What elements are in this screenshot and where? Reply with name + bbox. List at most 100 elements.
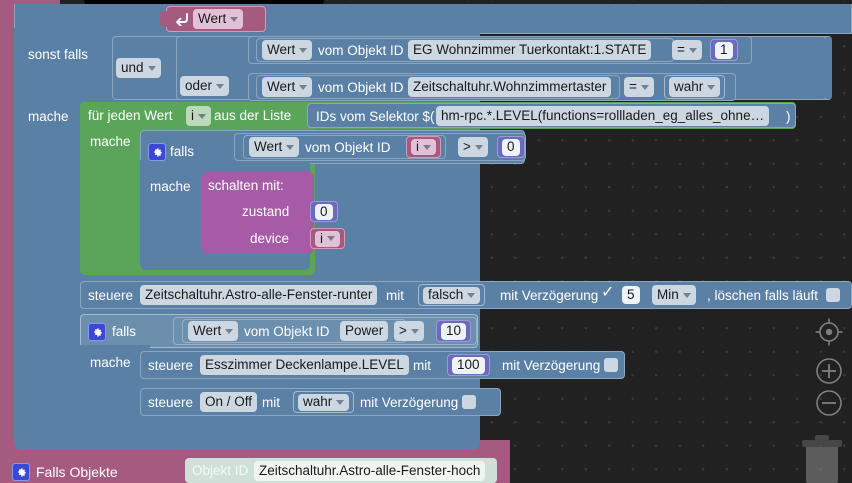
inner-number-block[interactable]: 0 xyxy=(497,136,525,158)
cut-off-block-top xyxy=(84,0,324,7)
for-each-do-label: mache xyxy=(90,134,131,149)
control-onoff-value-dropdown[interactable]: wahr xyxy=(298,393,350,411)
zoom-in-button[interactable] xyxy=(814,356,844,386)
getter-text-2: Wert xyxy=(267,79,296,95)
control-astro-delay-amount[interactable]: 5 xyxy=(622,286,640,304)
objectid-label-1: vom Objekt ID xyxy=(318,43,404,58)
control-astro-objectid[interactable]: Zeitschaltuhr.Astro-alle-Fenster-runter xyxy=(140,285,378,305)
power-if-body[interactable] xyxy=(80,345,150,435)
control-astro-delay-checkbox[interactable] xyxy=(601,285,615,303)
getter-dropdown-1[interactable]: Wert xyxy=(262,40,313,60)
chevron-down-icon xyxy=(707,84,716,90)
chevron-down-icon xyxy=(467,292,476,298)
control-onoff-delay-label: mit Verzögerung xyxy=(360,395,459,410)
for-each-variable-text: i xyxy=(191,108,194,124)
zoom-out-button[interactable] xyxy=(814,388,844,418)
number-field-1[interactable]: 1 xyxy=(715,41,733,59)
for-each-prefix-label: für jeden Wert xyxy=(88,108,173,123)
inner-variable-dropdown[interactable]: i xyxy=(411,139,436,155)
schalten-zustand-value-block[interactable]: 0 xyxy=(310,201,338,222)
control-astro-delay-label: mit Verzögerung xyxy=(500,288,599,303)
boolean-dropdown-2[interactable]: wahr xyxy=(669,77,721,97)
power-getter-dropdown[interactable]: Wert xyxy=(188,321,239,341)
chevron-down-icon xyxy=(216,83,225,89)
chevron-down-icon xyxy=(230,16,239,22)
schalten-device-text: i xyxy=(320,230,323,246)
schalten-zustand-field[interactable]: 0 xyxy=(315,203,333,220)
comparator-dropdown-2[interactable]: = xyxy=(624,77,654,97)
gear-mutator-icon[interactable] xyxy=(148,143,166,161)
inner-objectid-label: vom Objekt ID xyxy=(305,140,391,155)
gear-mutator-icon[interactable] xyxy=(88,323,106,341)
inner-if-do-label: mache xyxy=(150,179,191,194)
control-lamp-with: mit xyxy=(413,358,431,373)
inner-getter-dropdown[interactable]: Wert xyxy=(249,137,300,157)
chevron-down-icon xyxy=(299,47,308,53)
inner-variable-block[interactable]: i xyxy=(406,136,441,158)
inner-getter-text: Wert xyxy=(254,139,283,155)
control-astro-verb: steuere xyxy=(88,288,134,303)
trigger-objectid-field[interactable]: Zeitschaltuhr.Astro-alle-Fenster-hoch xyxy=(254,461,486,481)
power-comparator-dropdown[interactable]: > xyxy=(394,321,424,341)
control-onoff-objectid[interactable]: On / Off xyxy=(200,392,258,412)
control-astro-value-text: falsch xyxy=(428,287,464,303)
gear-mutator-icon[interactable] xyxy=(12,463,30,481)
return-value-block[interactable]: Wert xyxy=(160,6,266,32)
inner-number-field[interactable]: 0 xyxy=(502,138,520,156)
control-lamp-value-field[interactable]: 100 xyxy=(452,356,485,374)
control-onoff-with: mit xyxy=(262,395,280,410)
schalten-block[interactable] xyxy=(202,172,314,254)
chevron-down-icon xyxy=(147,65,156,71)
selector-prefix-label: IDs vom Selektor $( xyxy=(316,109,435,124)
power-number-block[interactable]: 10 xyxy=(436,320,472,342)
control-astro-value-dropdown[interactable]: falsch xyxy=(423,286,481,304)
return-value-dropdown[interactable]: Wert xyxy=(193,9,244,29)
logic-and-dropdown[interactable]: und xyxy=(116,58,161,78)
schalten-device-dropdown[interactable]: i xyxy=(315,230,340,247)
schalten-device-label: device xyxy=(250,231,290,246)
trigger-objectid-label: Objekt ID xyxy=(192,463,249,478)
control-lamp-value-block[interactable]: 100 xyxy=(447,354,490,376)
getter-dropdown-2[interactable]: Wert xyxy=(262,77,313,97)
getter-text-1: Wert xyxy=(267,42,296,58)
control-astro-clear-checkbox[interactable] xyxy=(826,288,840,302)
selector-value-field[interactable]: hm-rpc.*.LEVEL(functions=rollladen_eg_al… xyxy=(436,106,770,126)
do-label-outer: mache xyxy=(28,109,69,124)
control-onoff-delay-checkbox[interactable] xyxy=(462,395,476,409)
control-onoff-value-block[interactable]: wahr xyxy=(293,391,355,413)
chevron-down-icon xyxy=(327,236,335,241)
selector-suffix-label: ) xyxy=(786,109,791,124)
logic-and-text: und xyxy=(121,60,144,76)
inner-comparator-dropdown[interactable]: > xyxy=(458,137,488,157)
number-block-1[interactable]: 1 xyxy=(710,39,738,61)
control-lamp-delay-checkbox[interactable] xyxy=(604,358,618,372)
objectid-field-2[interactable]: Zeitschaltuhr.Wohnzimmertaster xyxy=(408,77,612,97)
comparator-dropdown-1[interactable]: = xyxy=(672,40,702,60)
power-objectid-field[interactable]: Power xyxy=(340,321,389,341)
chevron-down-icon xyxy=(688,47,697,53)
control-lamp-objectid[interactable]: Esszimmer Deckenlampe.LEVEL xyxy=(200,355,409,375)
for-each-suffix-label: aus der Liste xyxy=(214,108,292,123)
objectid-field-1[interactable]: EG Wohnzimmer Tuerkontakt:1.STATE xyxy=(408,40,652,60)
control-astro-delay-unit[interactable]: Min xyxy=(652,285,696,305)
zoom-reset-button[interactable] xyxy=(814,317,844,347)
for-each-variable-dropdown[interactable]: i xyxy=(186,106,211,126)
chevron-down-icon xyxy=(198,113,206,119)
chevron-down-icon xyxy=(474,144,483,150)
control-astro-delay-unit-text: Min xyxy=(657,287,679,303)
boolean-block-2[interactable]: wahr xyxy=(664,75,726,99)
schalten-device-value-block[interactable]: i xyxy=(310,228,345,249)
chevron-down-icon xyxy=(336,399,345,405)
chevron-down-icon xyxy=(640,84,649,90)
logic-or-dropdown[interactable]: oder xyxy=(180,76,230,96)
control-astro-value-block[interactable]: falsch xyxy=(418,284,486,306)
power-if-do-label: mache xyxy=(90,355,131,370)
return-arrow-icon xyxy=(173,12,189,26)
inner-if-label: falls xyxy=(170,144,195,159)
power-number-field[interactable]: 10 xyxy=(441,322,467,340)
trashcan-icon[interactable] xyxy=(800,435,844,483)
inner-comparator-text: > xyxy=(463,139,471,155)
chevron-down-icon xyxy=(423,144,431,150)
objectid-label-2: vom Objekt ID xyxy=(318,80,404,95)
